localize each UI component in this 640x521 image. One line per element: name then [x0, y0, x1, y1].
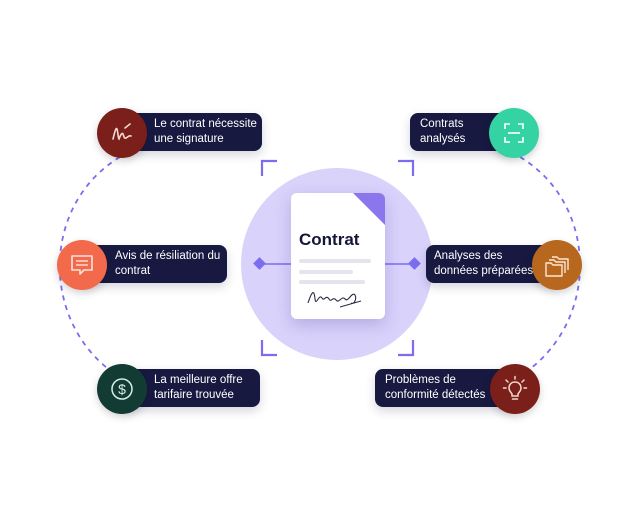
signature-needed-label: Le contrat nécessite une signature	[154, 118, 257, 145]
contracts-analyzed-label: Contrats analysés	[420, 118, 466, 145]
corner-brackets	[260, 159, 415, 357]
best-offer-card: La meilleure offre tarifaire trouvée	[122, 369, 260, 407]
best-offer-label: La meilleure offre tarifaire trouvée	[154, 374, 243, 401]
right-diamond	[408, 257, 421, 270]
folders-icon	[532, 240, 582, 290]
document-fold-corner	[353, 193, 385, 225]
signature-icon	[97, 108, 147, 158]
handwritten-signature-icon	[307, 292, 362, 308]
scan-icon	[489, 108, 539, 158]
compliance-issues-label: Problèmes de conformité détectés	[385, 374, 486, 401]
signature-needed-card: Le contrat nécessite une signature	[122, 113, 262, 151]
document-line	[299, 280, 365, 284]
message-icon	[57, 240, 107, 290]
document-title: Contrat	[299, 230, 360, 249]
contract-document: Contrat	[291, 193, 385, 319]
left-dashed-arc	[58, 156, 121, 377]
dollar-icon: $	[97, 364, 147, 414]
lightbulb-icon	[490, 364, 540, 414]
data-analyses-label: Analyses des données préparées	[434, 250, 534, 277]
termination-notice-label: Avis de résiliation du contrat	[115, 250, 221, 277]
document-line	[299, 259, 371, 263]
right-dashed-arc	[519, 156, 581, 377]
left-diamond	[253, 257, 266, 270]
document-line	[299, 270, 353, 274]
svg-text:$: $	[118, 381, 126, 397]
compliance-issues-card: Problèmes de conformité détectés	[375, 369, 515, 407]
